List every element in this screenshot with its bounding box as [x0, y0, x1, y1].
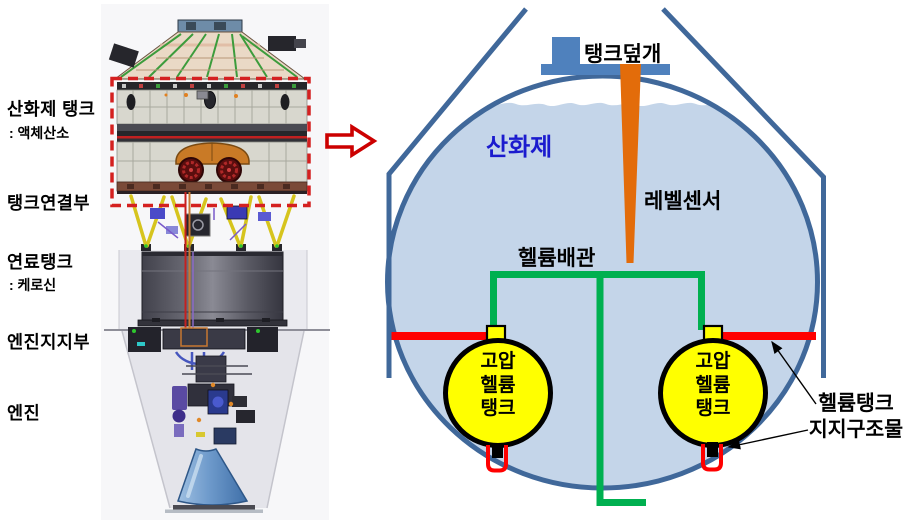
label-helium-pipe: 헬륨배관	[518, 247, 596, 270]
helium-tank-label-left: 고압 헬륨 탱크	[466, 350, 530, 421]
helium-tank-label-line: 고압	[695, 351, 731, 372]
label-level-sensor: 레벨센서	[644, 190, 722, 213]
fuel-tank-cad	[137, 251, 288, 327]
label-tank-connection: 탱크연결부	[7, 193, 90, 213]
helium-tank-label-line: 탱크	[480, 398, 516, 419]
engine-support-cad	[128, 327, 278, 445]
helium-tank-label-right: 고압 헬륨 탱크	[681, 350, 745, 421]
label-helium-tank-support: 헬륨탱크 지지구조물	[798, 391, 914, 443]
payload-adapter-cone	[108, 19, 307, 80]
support-callout-arrows	[727, 340, 817, 450]
helium-tank-label-line: 고압	[480, 351, 516, 372]
oxidizer-tank-schematic	[385, 7, 826, 506]
helium-tank-label-line: 헬륨	[480, 374, 516, 396]
outer-structure-walls	[386, 7, 826, 378]
support-label-line: 지지구조물	[808, 418, 904, 441]
label-engine: 엔진	[7, 403, 41, 423]
tank-cover	[541, 37, 670, 75]
propellant-feed-lines	[184, 192, 194, 338]
helium-tank-right	[658, 324, 768, 472]
label-tank-cover: 탱크덮개	[584, 43, 662, 66]
label-oxidizer: 산화제	[486, 134, 553, 161]
support-label-line: 헬륨탱크	[818, 392, 894, 415]
tank-port-right	[216, 157, 242, 183]
helium-piping	[490, 271, 705, 506]
label-kerosene: : 케로신	[9, 277, 57, 293]
oxidizer-tank-cad	[116, 82, 308, 194]
engine-nozzle-cad	[165, 448, 263, 513]
label-liquid-oxygen: : 액체산소	[9, 125, 70, 141]
tank-port-left	[178, 157, 204, 183]
helium-tank-label-line: 탱크	[695, 398, 731, 419]
label-fuel-tank: 연료탱크	[7, 252, 74, 272]
rocket-cad-figure	[101, 4, 330, 520]
label-oxidizer-tank: 산화제 탱크	[7, 99, 96, 119]
helium-tank-label-line: 헬륨	[695, 374, 731, 396]
label-engine-support: 엔진지지부	[7, 332, 90, 352]
helium-tank-left	[443, 324, 553, 473]
transition-arrow-icon	[325, 123, 378, 159]
oxidizer-tank-highlight-box	[110, 76, 311, 208]
level-sensor-probe	[620, 64, 641, 263]
intertank-struts	[129, 194, 296, 251]
